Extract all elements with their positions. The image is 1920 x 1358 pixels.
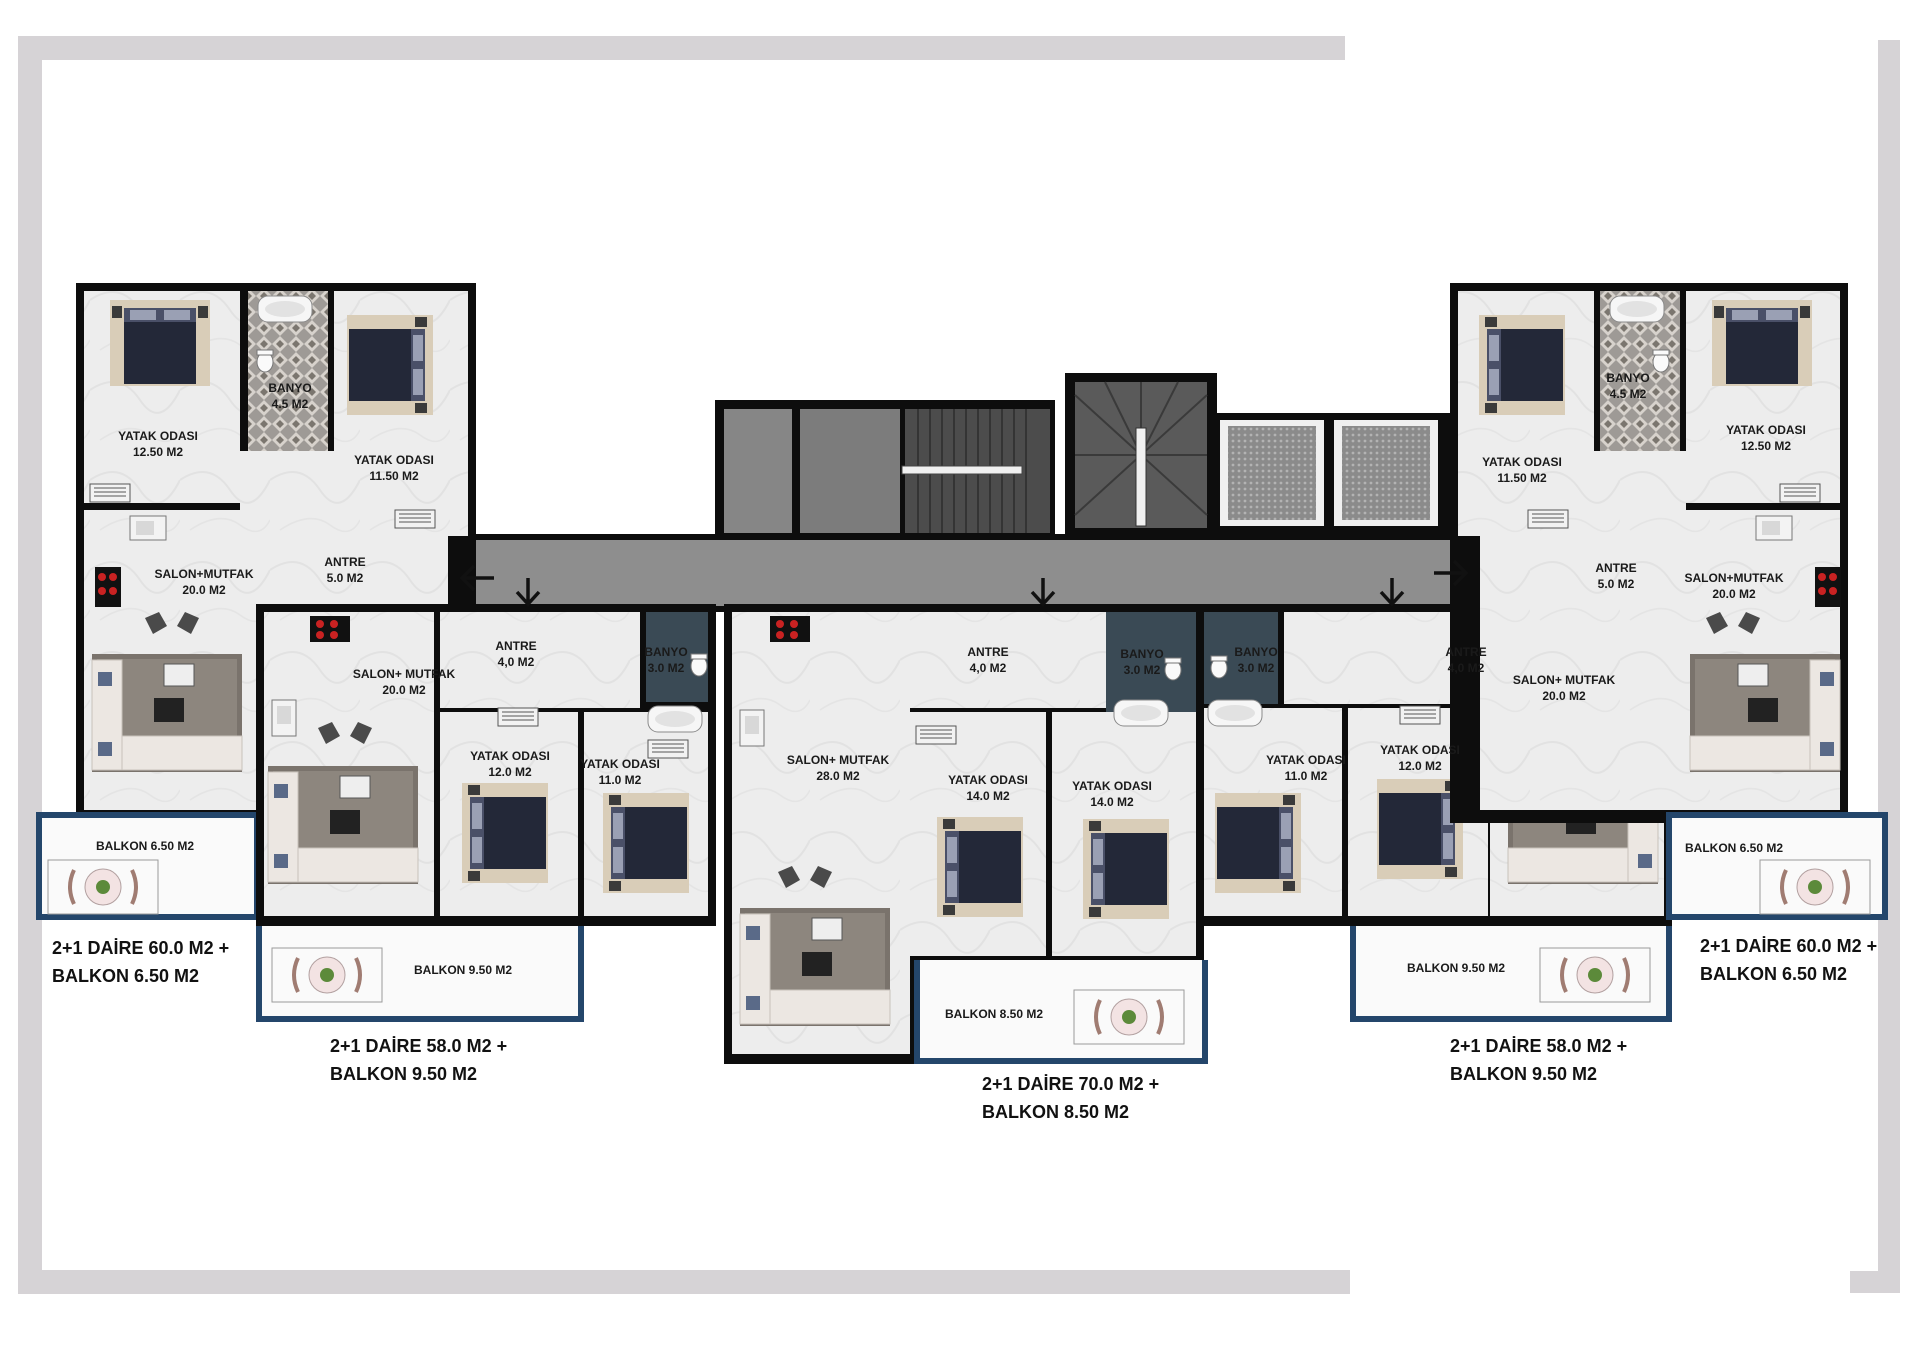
arrow-down-icon [515,578,541,607]
unit-5-balcony: BALKON 6.50 M2 [1700,964,1848,984]
bed-icon [1215,793,1301,893]
arrow-right-icon [1434,559,1469,587]
lift-1 [1228,426,1316,520]
sofa-icon [1689,653,1841,773]
unit-4-area: 2+1 DAİRE 58.0 M2 + [1450,1036,1628,1056]
unit-2-balcony: BALKON 9.50 M2 [330,1064,478,1084]
unit-5 [1450,283,1888,920]
unit-3-balcony: BALKON 8.50 M2 [982,1102,1130,1122]
bed-icon [110,300,210,386]
unit-3-area: 2+1 DAİRE 70.0 M2 + [982,1074,1160,1094]
bed-icon [1479,315,1565,415]
unit-1-balcony: BALKON 6.50 M2 [52,966,200,986]
arrow-left-icon [459,564,494,592]
unit-2 [256,604,716,1022]
unit-4-balcony: BALKON 9.50 M2 [1450,1064,1598,1084]
sofa-icon [739,907,891,1027]
room-label: BALKON 9.50 M2 [414,963,512,977]
sofa-icon [91,653,243,773]
sofa-icon [267,765,419,885]
unit-2-summary: 2+1 DAİRE 58.0 M2 + BALKON 9.50 M2 [330,1032,507,1088]
arrow-down-icon [1379,578,1405,607]
unit-5-summary: 2+1 DAİRE 60.0 M2 + BALKON 6.50 M2 [1700,932,1877,988]
bed-icon [1712,300,1812,386]
entrance-arrows [459,559,1469,607]
room-label: BALKON 9.50 M2 [1407,961,1505,975]
corridor [456,540,1472,606]
unit-3 [724,604,1208,1064]
bed-icon [1083,819,1169,919]
unit-1-summary: 2+1 DAİRE 60.0 M2 + BALKON 6.50 M2 [52,934,229,990]
bed-icon [462,783,548,883]
unit-1-area: 2+1 DAİRE 60.0 M2 + [52,938,230,958]
unit-3-summary: 2+1 DAİRE 70.0 M2 + BALKON 8.50 M2 [982,1070,1159,1126]
unit-5-area: 2+1 DAİRE 60.0 M2 + [1700,936,1878,956]
bed-icon [347,315,433,415]
unit-4-summary: 2+1 DAİRE 58.0 M2 + BALKON 9.50 M2 [1450,1032,1627,1088]
room-label: BALKON 8.50 M2 [945,1007,1043,1021]
room-label: BALKON 6.50 M2 [1685,841,1783,855]
unit-2-area: 2+1 DAİRE 58.0 M2 + [330,1036,508,1056]
room-label: BALKON 6.50 M2 [96,839,194,853]
lift-2 [1342,426,1430,520]
arrow-down-icon [1030,578,1056,607]
bathroom-u3 [1106,612,1196,716]
bed-icon [937,817,1023,917]
bed-icon [603,793,689,893]
